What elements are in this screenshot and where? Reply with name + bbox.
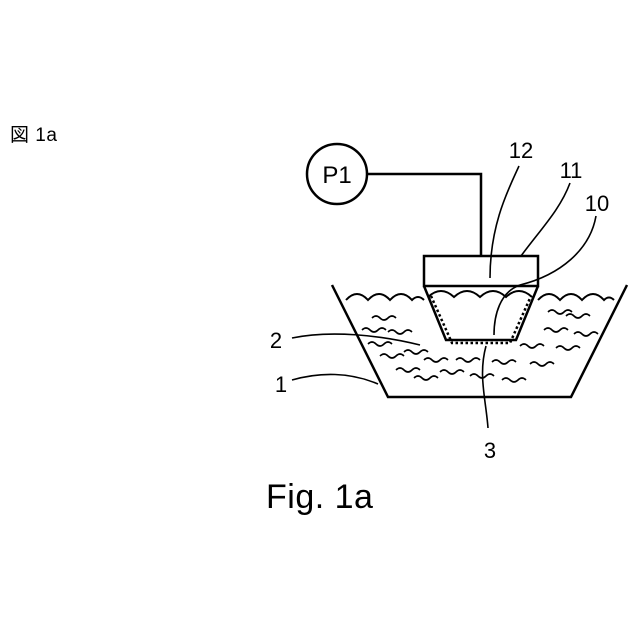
- leader-sample: [483, 346, 488, 428]
- suction-line: [367, 174, 481, 256]
- numeral-membrane: 10: [585, 191, 609, 216]
- liquid-surface-right: [538, 294, 614, 300]
- numeral-chamber: 12: [509, 138, 533, 163]
- leader-container: [292, 374, 378, 384]
- figure-caption: Fig. 1a: [266, 478, 373, 517]
- numeral-liquid: 2: [270, 328, 282, 353]
- membrane-dotted: [431, 296, 531, 343]
- housing-meniscus: [428, 291, 532, 297]
- numeral-housing: 11: [560, 158, 583, 183]
- numeral-container: 1: [275, 372, 287, 397]
- numeral-sample: 3: [484, 438, 496, 463]
- liquid-squiggles: [362, 310, 598, 382]
- liquid-surface-left: [346, 294, 424, 300]
- housing-taper: [424, 286, 538, 340]
- pump-label: P1: [322, 162, 351, 189]
- leader-housing: [521, 183, 570, 256]
- housing-top: [424, 256, 538, 286]
